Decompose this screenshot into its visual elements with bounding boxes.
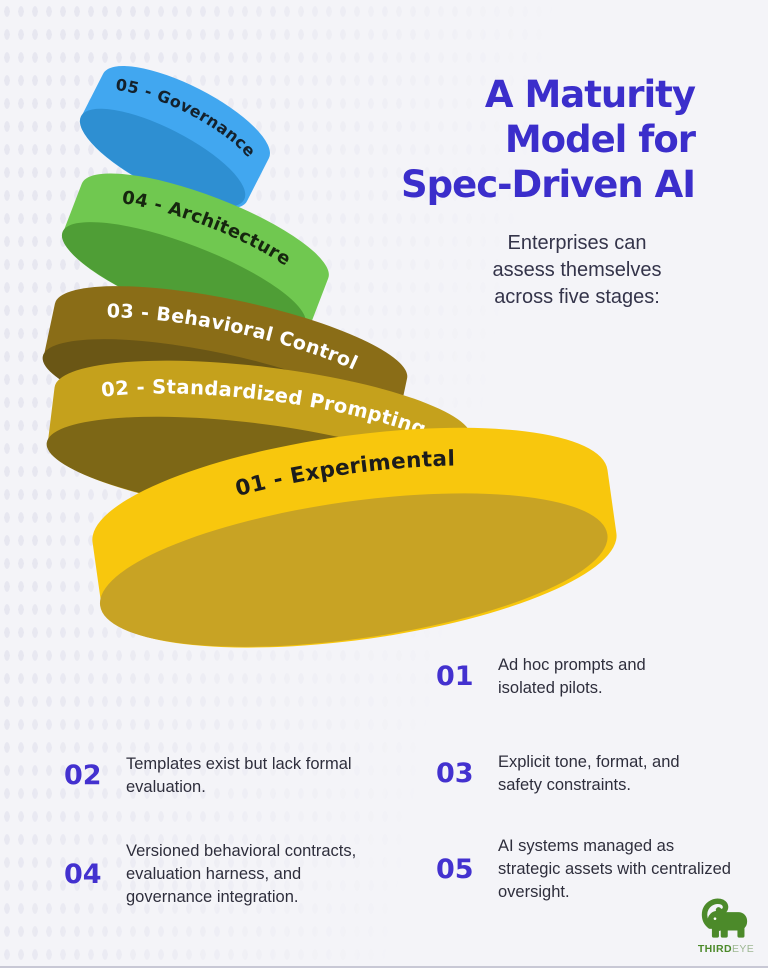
stage-description: AI systems managed as strategic assets w…: [498, 837, 731, 901]
stage-number: 05: [436, 853, 474, 885]
disc-underside: [79, 108, 246, 208]
stage-item-02: 02 Templates exist but lack formal evalu…: [64, 753, 352, 799]
logo-text-third: THIRD: [697, 943, 732, 955]
stage-item-04: 04 Versioned behavioral contracts, evalu…: [64, 840, 356, 908]
stage-number: 01: [436, 661, 474, 693]
subtitle: Enterprises can assess themselves across…: [492, 232, 662, 308]
bottom-border: [0, 966, 768, 968]
stage-description: Templates exist but lack formal evaluati…: [126, 755, 352, 796]
stage-description: Ad hoc prompts and isolated pilots.: [498, 656, 646, 697]
stage-item-03: 03 Explicit tone, format, and safety con…: [436, 751, 680, 797]
stage-number: 04: [64, 858, 102, 890]
stage-description: Explicit tone, format, and safety constr…: [498, 753, 680, 794]
logo-wordmark: THIRDEYE: [694, 943, 758, 955]
logo-text-eye: EYE: [731, 943, 755, 955]
thirdeye-logo: THIRDEYE: [694, 898, 758, 955]
pyramid-level-01: 01 - Experimental: [92, 427, 617, 648]
stage-item-05: 05 AI systems managed as strategic asset…: [436, 835, 731, 903]
stage-item-01: 01 Ad hoc prompts and isolated pilots.: [436, 654, 646, 700]
disc-underside: [99, 493, 608, 647]
stage-number: 02: [64, 760, 102, 792]
stage-number: 03: [436, 758, 474, 790]
page-title: A Maturity Model for Spec-Driven AI: [401, 73, 696, 206]
stage-description: Versioned behavioral contracts, evaluati…: [126, 842, 357, 906]
elephant-icon: [701, 898, 748, 938]
